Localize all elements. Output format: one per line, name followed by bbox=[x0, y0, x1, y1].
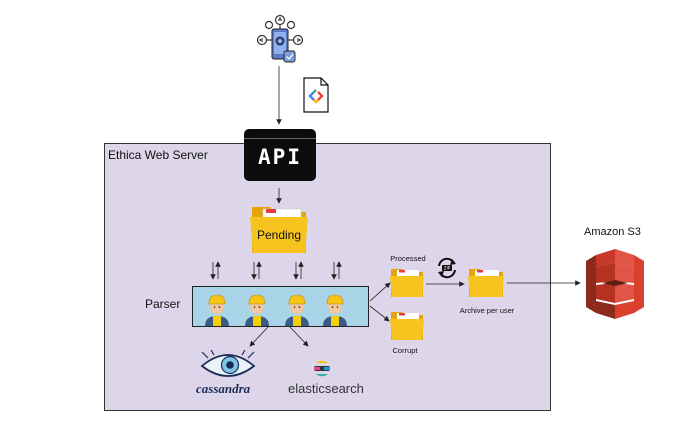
processed-folder-icon bbox=[390, 269, 424, 297]
archive-folder-icon bbox=[468, 269, 504, 297]
json-file-icon bbox=[303, 77, 329, 113]
amazon-s3-icon bbox=[586, 249, 644, 319]
arrow-parser-to-processed bbox=[369, 282, 391, 302]
api-label: API bbox=[258, 145, 302, 169]
worker-icon-4 bbox=[323, 294, 347, 326]
processed-label: Processed bbox=[390, 254, 426, 263]
corrupt-label: Corrupt bbox=[392, 346, 418, 355]
mobile-device-icon bbox=[256, 14, 304, 63]
cassandra-label: cassandra bbox=[196, 381, 251, 396]
compress-sync-icon: ZIP bbox=[438, 257, 456, 279]
cassandra-eye-icon bbox=[200, 350, 256, 377]
web-server-label: Ethica Web Server bbox=[108, 148, 208, 162]
pending-folder-icon bbox=[250, 207, 308, 253]
worker-icon-3 bbox=[285, 294, 309, 326]
elasticsearch-label: elasticsearch bbox=[288, 381, 364, 396]
s3-label: Amazon S3 bbox=[584, 226, 641, 238]
corrupt-folder-icon bbox=[390, 312, 424, 340]
arrow-parser-to-cassandra bbox=[249, 326, 269, 347]
worker-icon-1 bbox=[205, 294, 229, 326]
parser-workers-panel bbox=[192, 286, 369, 327]
api-block: API bbox=[244, 129, 316, 181]
pending-parser-arrows bbox=[210, 261, 342, 280]
svg-text:ZIP: ZIP bbox=[444, 266, 451, 271]
pending-label: Pending bbox=[256, 228, 302, 242]
archive-label: Archive per user bbox=[459, 306, 515, 315]
arrow-parser-to-corrupt bbox=[369, 305, 390, 322]
parser-label: Parser bbox=[145, 297, 181, 311]
arrow-parser-to-elasticsearch bbox=[289, 326, 309, 347]
elasticsearch-icon bbox=[314, 360, 330, 377]
worker-icon-2 bbox=[245, 294, 269, 326]
